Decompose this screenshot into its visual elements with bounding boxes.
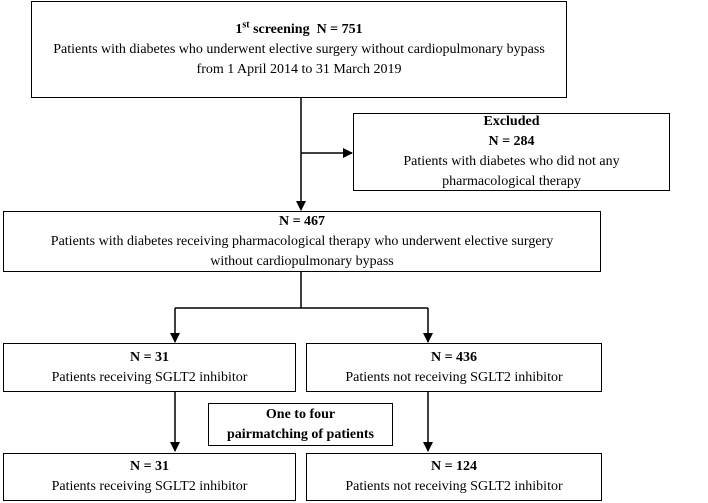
excluded-title: Excluded xyxy=(483,114,540,129)
matching-line-1: One to four xyxy=(265,406,336,422)
excluded-line-1: Patients with diabetes who did not any xyxy=(403,154,620,169)
excluded-box: Excluded N = 284 Patients with diabetes … xyxy=(353,113,670,191)
sglt2-group-count: N = 31 xyxy=(129,349,170,365)
screening-line-2: from 1 April 2014 to 31 March 2019 xyxy=(196,61,402,77)
non-sglt2-group-label: Patients not receiving SGLT2 inhibitor xyxy=(345,369,563,385)
excluded-line-2: pharmacological therapy xyxy=(442,174,581,189)
sglt2-group-box: N = 31 Patients receiving SGLT2 inhibito… xyxy=(3,343,296,392)
screening-line-1: Patients with diabetes who underwent ele… xyxy=(53,41,545,57)
matching-box: One to four pairmatching of patients xyxy=(208,403,393,446)
non-sglt2-matched-label: Patients not receiving SGLT2 inhibitor xyxy=(345,479,563,494)
included-line-1: Patients with diabetes receiving pharmac… xyxy=(50,233,554,249)
sglt2-matched-label: Patients receiving SGLT2 inhibitor xyxy=(51,479,248,494)
sglt2-matched-count: N = 31 xyxy=(129,459,170,474)
non-sglt2-group-count: N = 436 xyxy=(430,349,478,365)
non-sglt2-group-box: N = 436 Patients not receiving SGLT2 inh… xyxy=(306,343,602,392)
sglt2-matched-box: N = 31 Patients receiving SGLT2 inhibito… xyxy=(3,453,296,501)
screening-count: 1st screening N = 751 xyxy=(235,18,363,37)
matching-line-2: pairmatching of patients xyxy=(227,426,374,442)
included-box: N = 467 Patients with diabetes receiving… xyxy=(3,211,601,272)
sglt2-group-label: Patients receiving SGLT2 inhibitor xyxy=(51,369,248,385)
screening-box: 1st screening N = 751 Patients with diab… xyxy=(31,1,567,98)
non-sglt2-matched-count: N = 124 xyxy=(430,459,478,474)
excluded-count: N = 284 xyxy=(488,134,535,149)
included-line-2: without cardiopulmonary bypass xyxy=(210,253,394,269)
included-count: N = 467 xyxy=(278,213,326,229)
non-sglt2-matched-box: N = 124 Patients not receiving SGLT2 inh… xyxy=(306,453,602,501)
